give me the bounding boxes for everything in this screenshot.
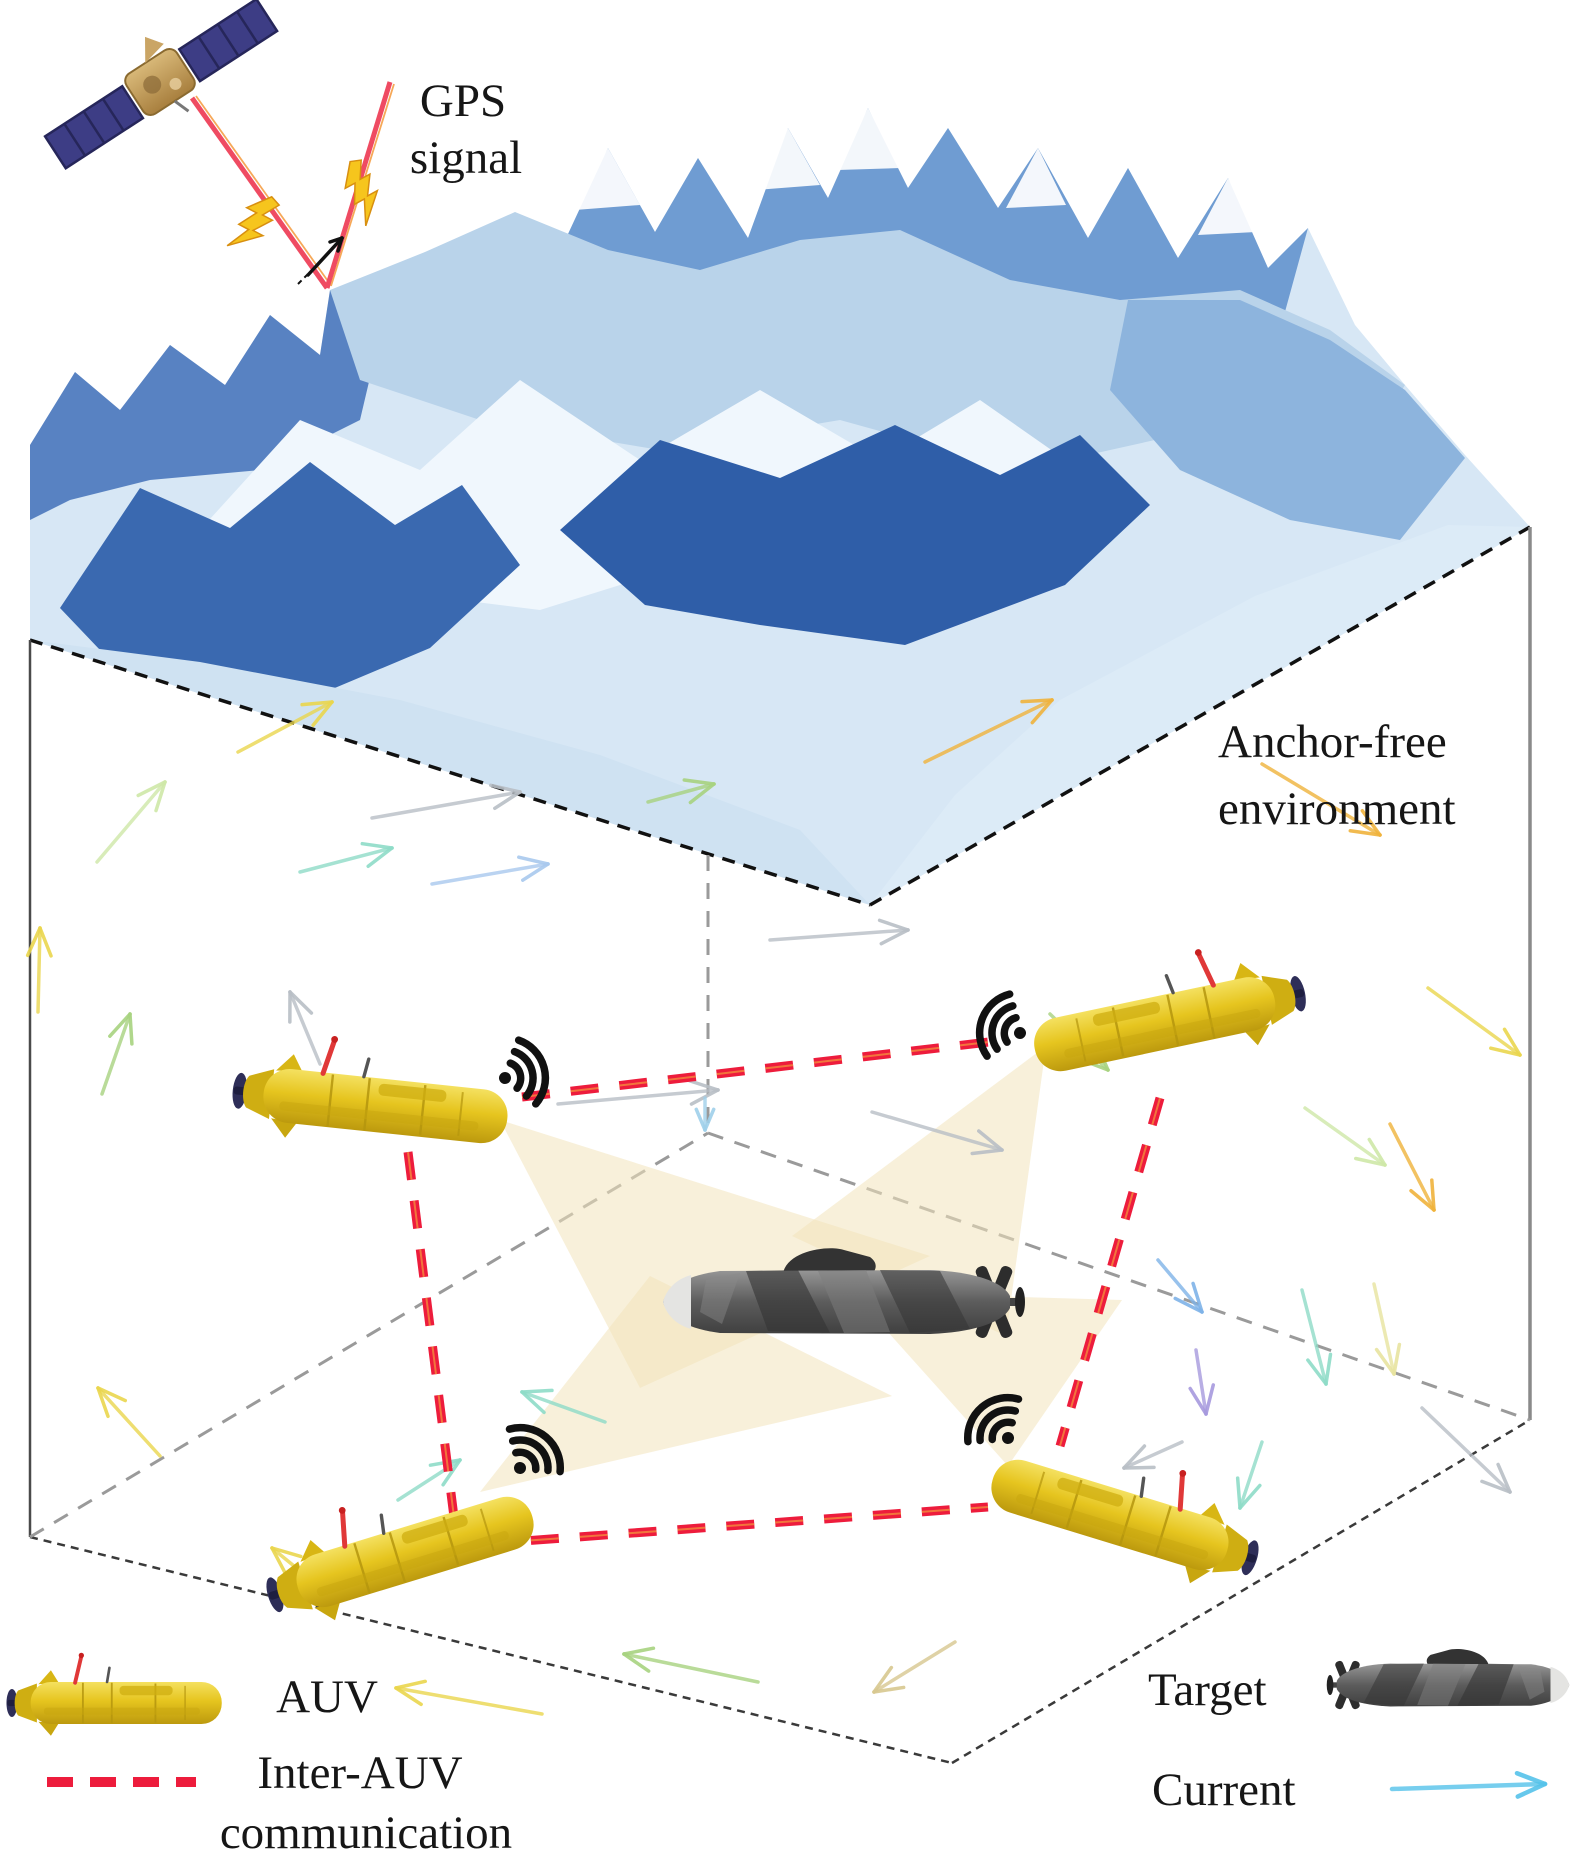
sonar-beam xyxy=(480,1276,892,1492)
box-bottom-front-right-edge xyxy=(951,1418,1531,1765)
sonar-beam xyxy=(500,1120,930,1388)
current-arrow-icon xyxy=(96,1386,162,1458)
current-arrow-icon xyxy=(622,1646,760,1684)
auv-bottom-right-icon xyxy=(981,1418,1276,1600)
legend-auv-icon xyxy=(4,1650,224,1738)
sonar-beam xyxy=(852,1292,1122,1466)
legend-target-label: Target xyxy=(1148,1664,1267,1716)
current-arrow-icon xyxy=(370,783,522,820)
inter-auv-communication-link-core xyxy=(407,1151,456,1526)
legend-inter-auv-label-line1: Inter-AUV xyxy=(257,1747,462,1799)
current-arrow-icon xyxy=(923,698,1054,764)
current-arrow-icon xyxy=(1188,1348,1216,1416)
inter-auv-communication-links xyxy=(403,1035,1165,1549)
current-arrow-icon xyxy=(298,841,394,874)
current-arrow-icon xyxy=(25,926,53,1014)
gps-label-line2: signal xyxy=(410,132,522,184)
current-arrow-icon xyxy=(768,918,910,946)
auv-top-right-icon xyxy=(1022,929,1314,1090)
current-arrow-icon xyxy=(1122,1440,1184,1470)
current-arrow-icon xyxy=(288,990,322,1066)
current-arrow-icon xyxy=(646,778,716,805)
current-arrow-icon xyxy=(1156,1258,1204,1314)
legend: AUV Inter-AUV communication Target Curre… xyxy=(4,1648,1570,1855)
current-arrow-icon xyxy=(1426,986,1522,1057)
current-arrow-icon xyxy=(394,1679,544,1716)
acoustic-wifi-icon xyxy=(971,988,1037,1066)
current-arrow-icon xyxy=(520,1388,607,1424)
box-bottom-front-left-edge xyxy=(29,1535,953,1765)
current-arrow-icon xyxy=(430,855,550,886)
legend-submarine-icon xyxy=(1326,1648,1570,1711)
current-arrow-icon xyxy=(1260,762,1382,837)
inter-auv-communication-link-core xyxy=(481,1506,989,1545)
inter-auv-communication-link-core xyxy=(1059,1097,1161,1447)
current-arrow-icon xyxy=(95,780,167,864)
current-arrow-icon xyxy=(694,1096,716,1132)
anchor-free-label-line2: environment xyxy=(1218,783,1456,835)
gps-reflection-dash xyxy=(297,263,319,285)
current-arrow-icon xyxy=(872,1640,957,1694)
box-top-front-left-edge xyxy=(29,638,871,907)
gps-reflection-arrow xyxy=(306,236,344,277)
gps-beam-down-core xyxy=(195,95,331,285)
current-arrow-icon xyxy=(1420,1406,1512,1494)
current-arrow-icon xyxy=(1372,1282,1402,1376)
gps-beam-down xyxy=(189,96,330,290)
current-arrow-icon xyxy=(1303,1106,1387,1167)
gps-label-line1: GPS xyxy=(420,75,506,127)
current-arrow-icon xyxy=(1389,1770,1548,1799)
box-top-front-right-edge xyxy=(869,525,1531,907)
current-arrow-icon xyxy=(236,700,334,754)
current-arrow-icon xyxy=(1235,1440,1264,1510)
current-arrow-icon xyxy=(1300,1288,1333,1386)
anchor-free-label-line1: Anchor-free xyxy=(1218,716,1447,768)
auv-left-icon xyxy=(228,1026,514,1161)
gps-lightning-icon xyxy=(220,188,286,261)
current-arrow-icon xyxy=(870,1110,1004,1156)
current-arrow-icon xyxy=(100,1012,134,1096)
legend-current-label: Current xyxy=(1152,1764,1296,1816)
gps-section xyxy=(27,0,395,290)
legend-inter-auv-label-line2: communication xyxy=(220,1807,512,1855)
inter-auv-communication-link-core xyxy=(521,1039,1007,1098)
legend-current-arrow-icon xyxy=(1389,1770,1548,1799)
current-arrow-icon xyxy=(1388,1122,1436,1212)
satellite-icon xyxy=(27,0,289,186)
box-bottom-back-right-edge xyxy=(707,1131,1531,1422)
current-arrows xyxy=(25,698,1522,1716)
legend-auv-label: AUV xyxy=(276,1671,378,1723)
